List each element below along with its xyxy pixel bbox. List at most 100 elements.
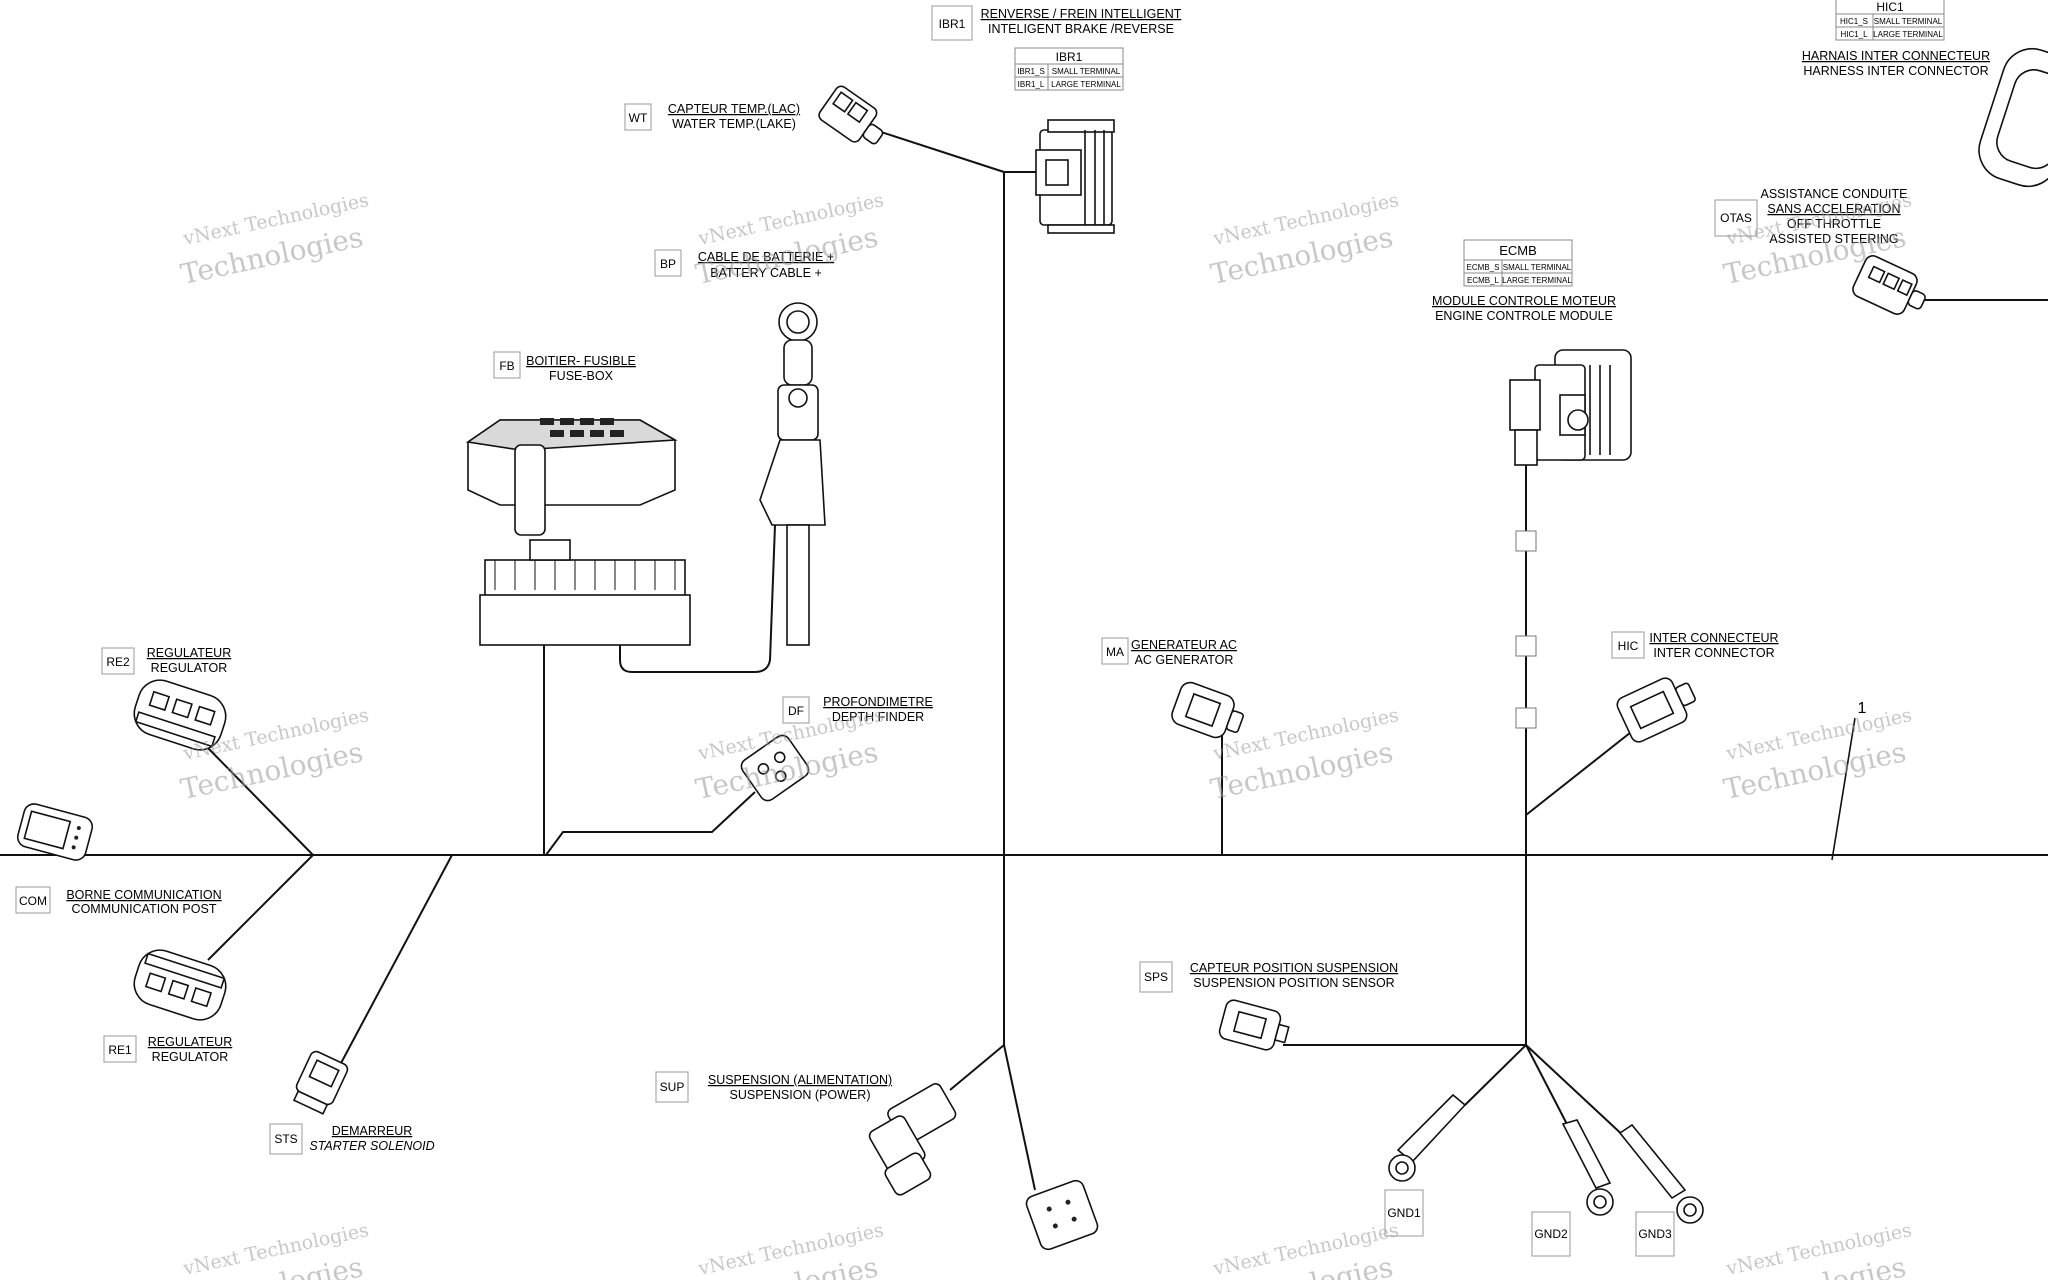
ecmb-table-title: ECMB (1499, 243, 1537, 258)
engine-control-module-icon (1509, 349, 1632, 466)
suspension-power-connector-icon (868, 1083, 957, 1196)
suspension-position-sensor-icon (1218, 999, 1290, 1051)
code-box-hic: HIC (1611, 631, 1645, 659)
df-label-fr: PROFONDIMETRE (823, 695, 933, 709)
code-box-sts: STS (269, 1123, 303, 1155)
supsig-wire (1003, 1044, 1036, 1191)
ecmb-label-fr: MODULE CONTROLE MOTEUR (1432, 294, 1616, 308)
inter-connector-icon (1616, 677, 1696, 743)
sts-label-fr: DEMARREUR (332, 1124, 413, 1138)
callout-leader (1831, 717, 1856, 861)
re1-label-en: REGULATOR (152, 1050, 229, 1064)
ma-label-fr: GENERATEUR AC (1131, 638, 1237, 652)
otas-connector-icon (1852, 255, 1926, 315)
wt-label-fr: CAPTEUR TEMP.(LAC) (668, 102, 800, 116)
code-box-re1: RE1 (103, 1035, 137, 1063)
communication-post-icon (16, 803, 94, 861)
hic-label-en: INTER CONNECTOR (1653, 646, 1774, 660)
ibr1-table-row1-code: IBR1_S (1017, 67, 1045, 76)
ecmb-terminal-table: ECMB ECMB_S SMALL TERMINAL ECMB_L LARGE … (1463, 239, 1573, 287)
watermark (1720, 1219, 1914, 1280)
code-box-gnd1: GND1 (1384, 1189, 1424, 1237)
water-temp-sensor-icon (818, 85, 884, 145)
code-box-ibr1: IBR1 (931, 5, 973, 41)
svg-text:SUP: SUP (660, 1080, 685, 1094)
hic1-table-row1-code: HIC1_S (1840, 17, 1868, 26)
ibr1-connector-icon (1035, 119, 1115, 234)
harness-wires (0, 129, 2048, 1191)
ecmb-table-row1-desc: SMALL TERMINAL (1503, 263, 1572, 272)
code-box-wt: WT (624, 103, 652, 131)
svg-text:GND2: GND2 (1534, 1227, 1568, 1241)
component-labels: RENVERSE / FREIN INTELLIGENT INTELIGENT … (66, 7, 1990, 1153)
code-box-fb: FB (493, 351, 521, 379)
starter-solenoid-icon (292, 1050, 349, 1115)
code-box-com: COM (15, 886, 51, 914)
sts-wire (339, 854, 453, 1066)
df-wire (545, 791, 756, 856)
fb-label-fr: BOITIER- FUSIBLE (526, 354, 636, 368)
watermark (1207, 1219, 1401, 1280)
svg-text:OTAS: OTAS (1720, 211, 1752, 225)
code-box-sup: SUP (655, 1071, 689, 1103)
callout-number: 1 (1858, 700, 1867, 717)
svg-text:HIC: HIC (1618, 639, 1639, 653)
ground-terminal-gnd3-icon (1618, 1123, 1704, 1224)
ma-label-en: AC GENERATOR (1135, 653, 1234, 667)
svg-text:FB: FB (499, 359, 514, 373)
svg-text:RE1: RE1 (108, 1043, 132, 1057)
ground-terminal-gnd1-icon (1388, 1093, 1467, 1182)
ibr1-table-title: IBR1 (1056, 50, 1083, 64)
ibr1-table-row2-code: IBR1_L (1018, 80, 1045, 89)
svg-text:GND1: GND1 (1387, 1206, 1421, 1220)
svg-text:STS: STS (274, 1132, 297, 1146)
regulator-re2-icon (133, 679, 227, 751)
sts-label-en: STARTER SOLENOID (309, 1139, 434, 1153)
hic1-table-row2-desc: LARGE TERMINAL (1873, 30, 1943, 39)
fb-label-en: FUSE-BOX (549, 369, 614, 383)
hic1-table-row2-code: HIC1_L (1840, 30, 1868, 39)
code-box-sps: SPS (1139, 961, 1173, 993)
svg-text:SPS: SPS (1144, 970, 1168, 984)
code-boxes: IBR1 WT BP FB RE2 COM RE1 STS DF MA SUP … (15, 5, 1758, 1257)
ibr1-table-row2-desc: LARGE TERMINAL (1051, 80, 1121, 89)
code-box-ma: MA (1101, 637, 1129, 665)
gnd1-wire (1464, 1044, 1527, 1106)
ecmb-table-row1-code: ECMB_S (1467, 263, 1500, 272)
ground-terminal-gnd2-icon (1561, 1119, 1614, 1216)
watermark (1720, 704, 1914, 807)
sps-label-en: SUSPENSION POSITION SENSOR (1193, 976, 1394, 990)
hic1-label-fr: HARNAIS INTER CONNECTEUR (1802, 49, 1990, 63)
hic1-label-en: HARNESS INTER CONNECTOR (1803, 64, 1988, 78)
regulator-re1-icon (133, 949, 227, 1021)
sps-label-fr: CAPTEUR POSITION SUSPENSION (1190, 961, 1398, 975)
ibr1-terminal-table: IBR1 IBR1_S SMALL TERMINAL IBR1_L LARGE … (1014, 47, 1124, 91)
ibr1-label-fr: RENVERSE / FREIN INTELLIGENT (981, 7, 1182, 21)
hic-label-fr: INTER CONNECTEUR (1649, 631, 1778, 645)
harness-inter-connector-icon (1978, 47, 2048, 188)
wt-label-en: WATER TEMP.(LAKE) (672, 117, 796, 131)
svg-text:GND3: GND3 (1638, 1227, 1672, 1241)
watermark (177, 189, 371, 292)
hic1-terminal-table: HIC1 HIC1_S SMALL TERMINAL HIC1_L LARGE … (1835, 0, 1945, 41)
sup-label-en: SUSPENSION (POWER) (730, 1088, 871, 1102)
com-label-en: COMMUNICATION POST (72, 902, 217, 916)
watermark (1207, 189, 1401, 292)
gnd2-wire (1525, 1044, 1571, 1131)
ecmb-table-row2-desc: LARGE TERMINAL (1502, 276, 1572, 285)
svg-text:BP: BP (660, 257, 676, 271)
re2-label-en: REGULATOR (151, 661, 228, 675)
sup-wire (949, 1044, 1005, 1091)
ibr1-label-en: INTELIGENT BRAKE /REVERSE (988, 22, 1174, 36)
code-box-gnd3: GND3 (1635, 1211, 1675, 1257)
hic1-table-row1-desc: SMALL TERMINAL (1874, 17, 1943, 26)
svg-text:RE2: RE2 (106, 655, 130, 669)
re1-wire (207, 854, 314, 961)
re2-label-fr: REGULATEUR (147, 646, 232, 660)
hic-wire (1525, 724, 1641, 816)
svg-text:IBR1: IBR1 (939, 17, 966, 31)
gnd3-wire (1525, 1044, 1629, 1141)
svg-text:COM: COM (19, 894, 47, 908)
watermark (692, 1219, 886, 1280)
